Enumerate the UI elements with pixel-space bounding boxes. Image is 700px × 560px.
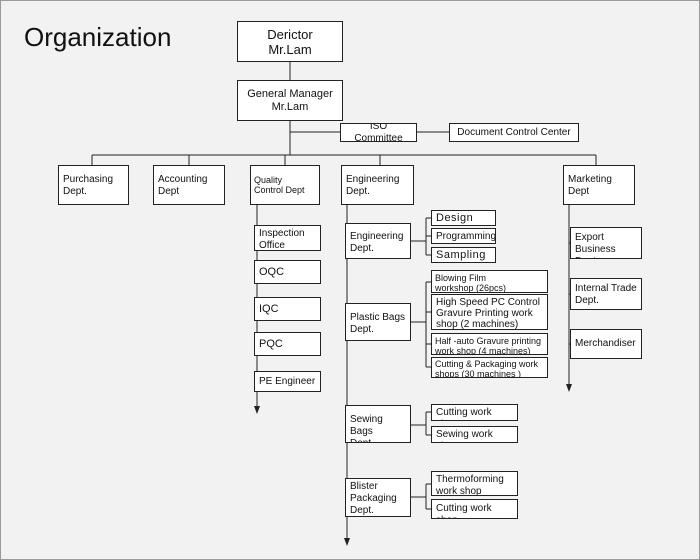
arrow-down-icon [344,538,350,546]
merchandiser-box: Merchandiser [570,329,642,359]
engineering-sub-dept-box: Engineering Dept. [345,223,411,259]
sampling-box: Sampling [431,247,496,263]
design-box: Design [431,210,496,226]
purchasing-dept-box: Purchasing Dept. [58,165,129,205]
blister-packaging-dept-box: Blister Packaging Dept. [345,478,411,517]
iso-committee-box: ISO Committee [340,123,417,142]
plastic-bags-dept-box: Plastic Bags Dept. [345,303,411,341]
general-manager-box: General Manager Mr.Lam [237,80,343,121]
export-business-box: Export Business Dept [570,227,642,259]
arrow-down-icon [566,384,572,392]
iqc-box: IQC [254,297,321,321]
page-title: Organization [24,22,172,52]
accounting-dept-box: Accounting Dept [153,165,225,205]
cutting-workshop-box: Cutting work shop [431,499,518,519]
arrow-down-icon [254,406,260,414]
document-control-box: Document Control Center [449,123,579,142]
blowing-film-box: Blowing Film workshop (26pcs) [431,270,548,293]
sewing-workshop-box: Sewing work shop [431,426,518,443]
programming-box: Programming [431,228,496,244]
inspection-office-box: Inspection Office [254,225,321,251]
thermoforming-box: Thermoforming work shop [431,471,518,496]
high-speed-gravure-box: High Speed PC Control Gravure Printing w… [431,294,548,330]
sewing-bags-dept-box: Sewing Bags Dept. [345,405,411,443]
marketing-dept-box: Marketing Dept [563,165,635,205]
internal-trade-box: Internal Trade Dept. [570,278,642,310]
cutting-workshop-box: Cutting work shop [431,404,518,421]
cutting-packaging-box: Cutting & Packaging work shops (30 machi… [431,357,548,378]
pqc-box: PQC [254,332,321,356]
oqc-box: OQC [254,260,321,284]
pe-engineer-box: PE Engineer [254,371,321,392]
half-auto-gravure-box: Half -auto Gravure printing work shop (4… [431,333,548,355]
engineering-dept-box: Engineering Dept. [341,165,414,205]
director-box: Derictor Mr.Lam [237,21,343,62]
quality-control-dept-box: Quality Control Dept [250,165,320,205]
